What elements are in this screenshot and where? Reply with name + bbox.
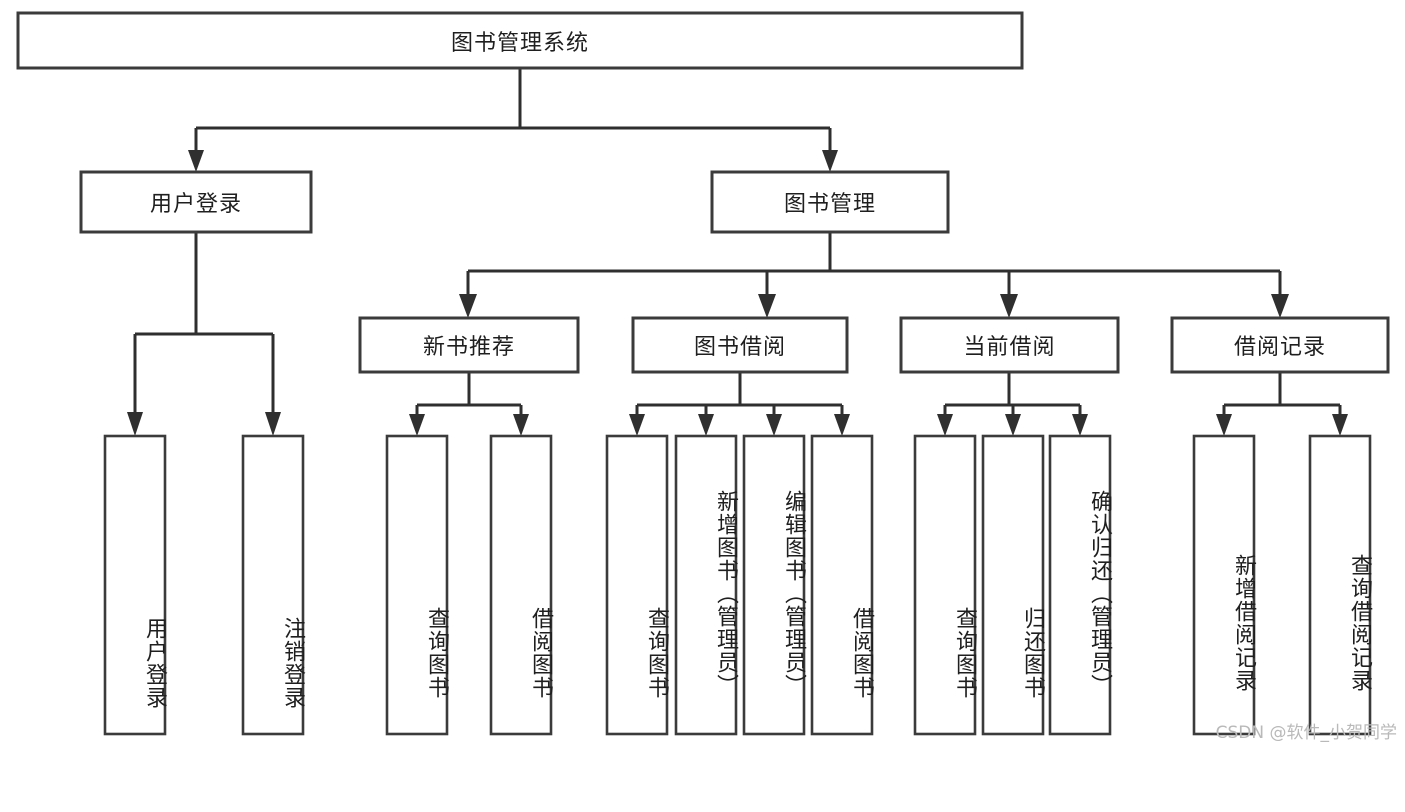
node-book-manage-box[interactable] (710, 170, 950, 234)
arrow-to-borrow-record (1271, 294, 1289, 318)
tree-diagram-svg (16, 11, 1390, 736)
node-leaf-query-book-2-box[interactable] (605, 434, 669, 736)
arrow-leaf-query-book-2 (629, 414, 645, 436)
node-leaf-add-record-box[interactable] (1192, 434, 1256, 736)
node-current-borrow-box[interactable] (899, 316, 1120, 374)
node-leaf-query-record-box[interactable] (1308, 434, 1372, 736)
connector-layer (127, 68, 1348, 436)
node-leaf-add-book-box[interactable] (674, 434, 738, 736)
arrow-leaf-query-book-3 (937, 414, 953, 436)
arrow-leaf-confirm-return (1072, 414, 1088, 436)
node-leaf-borrow-book-1-box[interactable] (489, 434, 553, 736)
arrow-leaf-query-record (1332, 414, 1348, 436)
node-leaf-confirm-return-box[interactable] (1048, 434, 1112, 736)
arrow-to-book-manage (822, 150, 838, 172)
node-leaf-user-login-box[interactable] (103, 434, 167, 736)
arrow-leaf-user-login (127, 412, 143, 436)
node-leaf-borrow-book-2-box[interactable] (810, 434, 874, 736)
node-root-box[interactable] (16, 11, 1024, 70)
arrow-leaf-edit-book (766, 414, 782, 436)
arrow-leaf-add-book (698, 414, 714, 436)
arrow-leaf-add-record (1216, 414, 1232, 436)
node-leaf-edit-book-box[interactable] (742, 434, 806, 736)
arrow-to-user-login (188, 150, 204, 172)
node-new-book-recommend-box[interactable] (358, 316, 580, 374)
arrow-leaf-return-book (1005, 414, 1021, 436)
arrow-to-current-borrow (1000, 294, 1018, 318)
arrow-to-new-book (459, 294, 477, 318)
arrow-leaf-borrow-book-1 (513, 414, 529, 436)
node-leaf-logout-box[interactable] (241, 434, 305, 736)
node-leaf-query-book-3-box[interactable] (913, 434, 977, 736)
node-box-layer (16, 11, 1390, 736)
diagram-canvas: 图书管理系统 用户登录 图书管理 新书推荐 图书借阅 当前借阅 借阅记录 用户登… (16, 11, 1397, 743)
node-user-login-box[interactable] (79, 170, 313, 234)
arrow-to-book-borrow (758, 294, 776, 318)
node-leaf-return-book-box[interactable] (981, 434, 1045, 736)
arrow-leaf-logout (265, 412, 281, 436)
node-book-borrow-box[interactable] (631, 316, 849, 374)
node-leaf-query-book-1-box[interactable] (385, 434, 449, 736)
node-borrow-record-box[interactable] (1170, 316, 1390, 374)
arrow-leaf-query-book-1 (409, 414, 425, 436)
arrow-leaf-borrow-book-2 (834, 414, 850, 436)
